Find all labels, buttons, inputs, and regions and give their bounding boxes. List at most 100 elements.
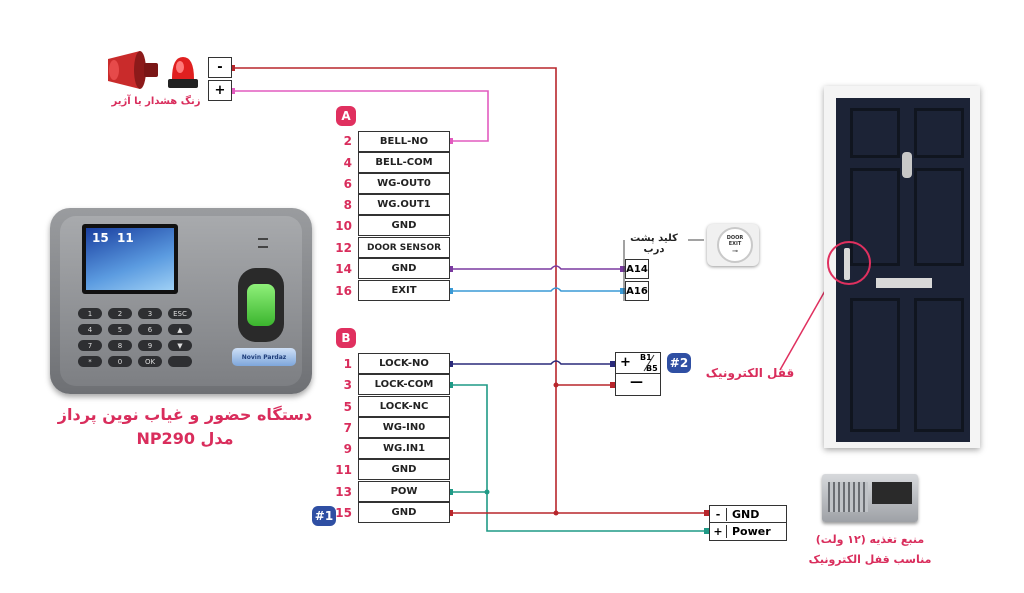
pin-number: 4 — [343, 156, 352, 170]
mail-slot — [876, 278, 932, 288]
key-down[interactable]: ▼ — [168, 340, 192, 351]
terminal-row: WG-OUT0 — [358, 173, 450, 194]
key-blank[interactable] — [168, 356, 192, 367]
key-esc[interactable]: ESC — [168, 308, 192, 319]
key-1[interactable]: 1 — [78, 308, 102, 319]
attendance-device: 15 11 1 2 3 ESC 4 5 6 ▲ 7 8 9 ▼ * 0 OK N… — [50, 208, 312, 394]
wire-gnd-a14 — [452, 265, 624, 270]
terminal-row: EXIT — [358, 280, 450, 301]
terminal-row: LOCK-COM — [358, 374, 450, 395]
psu-power-terminal: + Power — [709, 523, 787, 541]
psu-gnd-sign: - — [710, 507, 727, 521]
door-frame — [824, 86, 980, 448]
key-up[interactable]: ▲ — [168, 324, 192, 335]
key-ok[interactable]: OK — [138, 356, 162, 367]
terminal-row: GND — [358, 502, 450, 523]
siren-minus-terminal: - — [208, 57, 232, 78]
badge-2: #2 — [667, 353, 691, 373]
key-star[interactable]: * — [78, 356, 102, 367]
pin-number: 11 — [335, 463, 352, 477]
key-9[interactable]: 9 — [138, 340, 162, 351]
key-8[interactable]: 8 — [108, 340, 132, 351]
key-3[interactable]: 3 — [138, 308, 162, 319]
exit-face-line2: EXIT — [728, 241, 742, 247]
exit-button-device: DOOR EXIT ⊸ — [707, 224, 759, 266]
terminal-row: GND — [358, 258, 450, 279]
psu-gnd-terminal: - GND — [709, 505, 787, 523]
lock-plus-sign: + — [620, 355, 631, 370]
screen-time: 15 11 — [92, 231, 134, 245]
door-mid-left-panel — [850, 168, 900, 266]
keypad: 1 2 3 ESC 4 5 6 ▲ 7 8 9 ▼ * 0 OK — [78, 308, 198, 367]
door-lower-right-panel — [914, 298, 964, 432]
key-7[interactable]: 7 — [78, 340, 102, 351]
fingerprint-sensor[interactable] — [238, 268, 284, 342]
fingerprint-glass — [247, 284, 275, 326]
junction-dot — [553, 382, 559, 388]
pin-number: 8 — [343, 198, 352, 212]
pin-number: 10 — [335, 219, 352, 233]
terminal-row: BELL-COM — [358, 152, 450, 173]
junction-dot — [553, 510, 559, 516]
door-mid-right-panel — [914, 168, 964, 266]
terminal-row: BELL-NO — [358, 131, 450, 152]
psu-vent-grille — [828, 482, 868, 512]
siren-group — [104, 47, 204, 95]
lock-caption: قفل الکترونیک — [705, 366, 795, 380]
a14-label: A14 — [626, 263, 648, 275]
plus-sign: + — [214, 83, 226, 98]
pin-number: 6 — [343, 177, 352, 191]
psu-power-label: Power — [732, 525, 771, 538]
wire-siren-plus — [234, 90, 489, 142]
pin-number: 5 — [343, 400, 352, 414]
wire-lock-no — [452, 360, 614, 365]
device-title-line2: مدل NP290 — [136, 429, 234, 448]
psu-power-sign: + — [710, 525, 727, 538]
speaker-grille — [258, 238, 268, 248]
psu-caption-line1: منبع تغذیه (۱۲ ولت) — [815, 533, 925, 546]
lock-terminal-plus: + B1 B5 — [615, 352, 661, 374]
lock-highlight-circle — [827, 241, 871, 285]
key-4[interactable]: 4 — [78, 324, 102, 335]
pin-number: 16 — [335, 284, 352, 298]
minus-sign: - — [217, 60, 223, 75]
terminal-row: WG.IN1 — [358, 438, 450, 459]
door-knocker-icon — [902, 152, 912, 178]
terminal-row: WG.OUT1 — [358, 194, 450, 215]
key-6[interactable]: 6 — [138, 324, 162, 335]
terminal-a14: A14 — [625, 259, 649, 279]
screen-display: 15 11 — [86, 228, 174, 290]
terminal-row: LOCK-NO — [358, 353, 450, 374]
terminal-row: LOCK-NC — [358, 396, 450, 417]
exit-button-face[interactable]: DOOR EXIT ⊸ — [717, 227, 753, 263]
key-2[interactable]: 2 — [108, 308, 132, 319]
siren-horn-icon — [108, 51, 158, 89]
door-upper-right-panel — [914, 108, 964, 158]
siren-caption: زنگ هشدار یا آژیر — [111, 96, 201, 107]
junction-dot — [484, 489, 490, 495]
psu-caption-line2: مناسب قفل الکترونیک — [808, 553, 932, 566]
slash-divider — [643, 354, 655, 372]
terminal-a16: A16 — [625, 281, 649, 301]
brand-plate: Novin Pardaz — [232, 348, 296, 366]
lock-minus-sign: — — [630, 375, 643, 390]
key-0[interactable]: 0 — [108, 356, 132, 367]
terminal-row: GND — [358, 215, 450, 236]
pin-number: 12 — [335, 241, 352, 255]
pin-number: 15 — [335, 506, 352, 520]
badge-1: #1 — [312, 506, 336, 526]
pin-number: 2 — [343, 134, 352, 148]
door-lower-left-panel — [850, 298, 900, 432]
lock-b5-label: B5 — [646, 364, 658, 373]
terminal-row: DOOR SENSOR — [358, 237, 450, 258]
exit-face-line1: DOOR — [726, 235, 744, 241]
key-5[interactable]: 5 — [108, 324, 132, 335]
psu-gnd-label: GND — [732, 507, 760, 521]
siren-plus-terminal: + — [208, 80, 232, 101]
key-icon: ⊸ — [732, 247, 738, 255]
pin-number: 9 — [343, 442, 352, 456]
block-a-badge: A — [336, 106, 356, 126]
pin-number: 3 — [343, 378, 352, 392]
pin-number: 7 — [343, 421, 352, 435]
